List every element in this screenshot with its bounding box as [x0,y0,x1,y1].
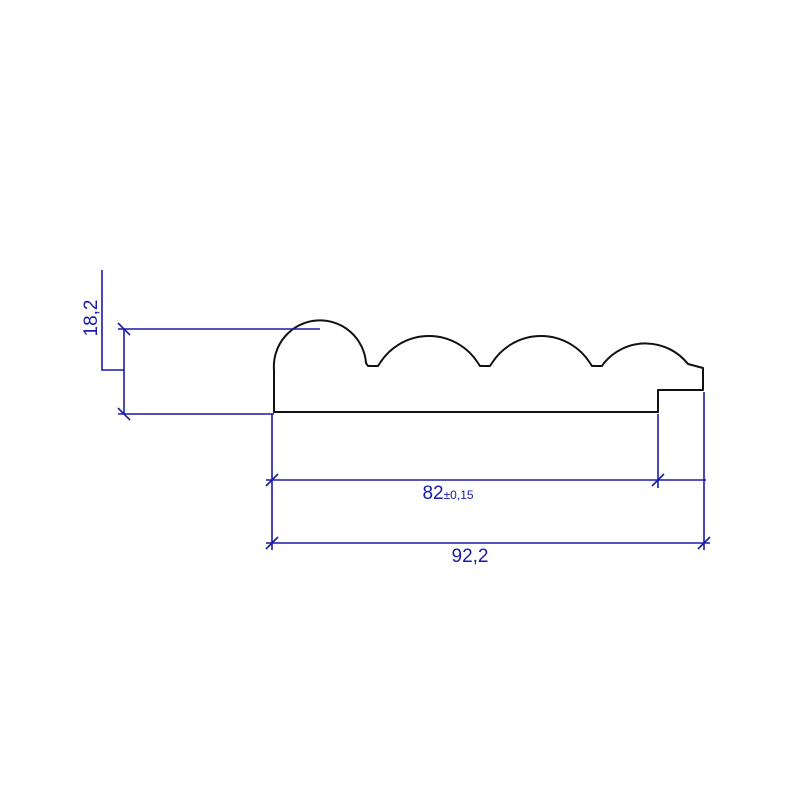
height-label: 18,2 [81,300,102,337]
height-tick-top [117,322,131,336]
inner-width-label: 82±0,15 [422,483,473,504]
overall-width-dimension: 92,2 [265,392,711,567]
inner-width-value: 82 [422,483,443,504]
height-tick-bottom [117,407,131,421]
height-dimension: 18,2 [81,270,320,421]
overall-width-label: 92,2 [452,546,489,567]
height-leader [101,270,124,371]
inner-width-tick-right [651,473,665,487]
overall-width-tick-left [265,536,279,550]
inner-width-tick-left [265,473,279,487]
inner-width-tolerance: ±0,15 [444,488,474,502]
inner-width-dimension: 82±0,15 [265,414,706,504]
overall-width-tick-right [697,536,711,550]
moulding-profile-outline [272,319,704,413]
